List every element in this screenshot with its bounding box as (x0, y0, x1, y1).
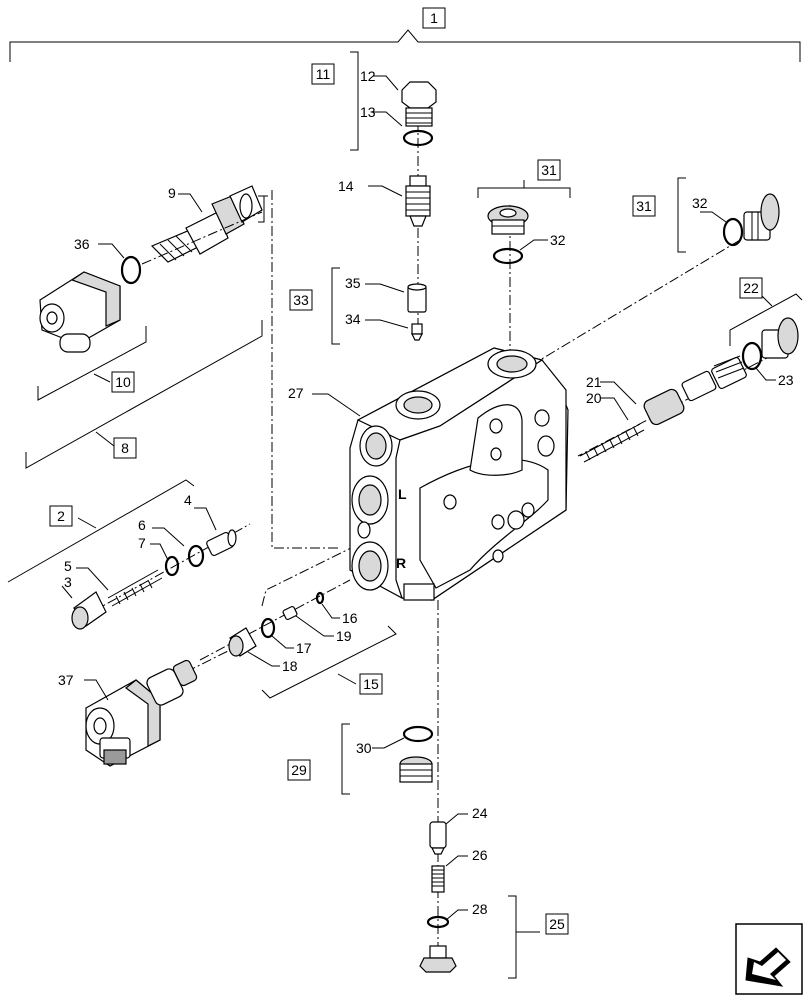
leader-20 (600, 397, 629, 421)
solenoid-37 (84, 649, 231, 767)
valve-body (261, 347, 569, 607)
callout-20: 20 (586, 390, 602, 406)
callout-1: 1 (430, 10, 438, 26)
group-33 (289, 267, 427, 345)
callout-5: 5 (64, 558, 72, 574)
callout-15: 15 (363, 676, 379, 692)
callout-7: 7 (138, 535, 146, 551)
part-14 (368, 175, 431, 227)
callout-32-centre: 32 (550, 232, 566, 248)
part-24 (429, 813, 468, 855)
callout-31-right: 31 (636, 198, 652, 214)
group-25 (419, 895, 569, 979)
callout-28: 28 (472, 901, 488, 917)
callout-12: 12 (360, 68, 376, 84)
callout-6: 6 (138, 517, 146, 533)
callout-2: 2 (57, 508, 65, 524)
callout-33: 33 (293, 292, 309, 308)
group-11 (311, 51, 437, 151)
callout-3: 3 (64, 574, 72, 590)
callout-24: 24 (472, 805, 488, 821)
callout-26: 26 (472, 847, 488, 863)
callout-13: 13 (360, 104, 376, 120)
leader-21 (600, 381, 637, 405)
assembly-bracket (9, 7, 801, 62)
callout-37: 37 (58, 672, 74, 688)
group-31-right (632, 177, 780, 253)
group-31-centre (477, 159, 571, 265)
callout-36: 36 (74, 236, 90, 252)
arrow-nav-icon[interactable] (735, 923, 803, 995)
callout-10: 10 (115, 374, 131, 390)
callout-18: 18 (282, 658, 298, 674)
group-15 (199, 579, 397, 699)
callout-4: 4 (184, 492, 192, 508)
callout-16: 16 (342, 610, 358, 626)
callout-31-centre: 31 (541, 162, 557, 178)
callout-30: 30 (356, 740, 372, 756)
spring-26 (431, 855, 468, 893)
spool-21 (643, 355, 747, 426)
callout-21: 21 (586, 374, 602, 390)
plug-32-axis (529, 239, 741, 367)
callout-27: 27 (288, 385, 304, 401)
port-mark-r: R (396, 555, 406, 571)
spring-20 (579, 423, 645, 463)
group-22 (729, 277, 803, 381)
callout-25: 25 (549, 916, 565, 932)
cartridge-axis (141, 211, 263, 265)
callout-35: 35 (345, 275, 361, 291)
part-9-cartridge (150, 185, 340, 549)
group-2 (7, 479, 251, 630)
callout-19: 19 (336, 628, 352, 644)
group-29 (287, 723, 434, 795)
oring-36 (98, 243, 142, 285)
solenoid-10 (37, 271, 147, 401)
callout-34: 34 (345, 311, 361, 327)
port-mark-l: L (398, 486, 407, 502)
spool-axis (577, 345, 791, 457)
callout-32-right: 32 (692, 195, 708, 211)
callout-23: 23 (778, 372, 794, 388)
callout-22: 22 (743, 280, 759, 296)
callout-9: 9 (168, 185, 176, 201)
callout-14: 14 (338, 178, 354, 194)
group-8-bracket (25, 320, 263, 469)
callout-11: 11 (316, 66, 331, 82)
callout-29: 29 (291, 762, 307, 778)
callout-17: 17 (296, 640, 312, 656)
callout-8: 8 (121, 440, 129, 456)
